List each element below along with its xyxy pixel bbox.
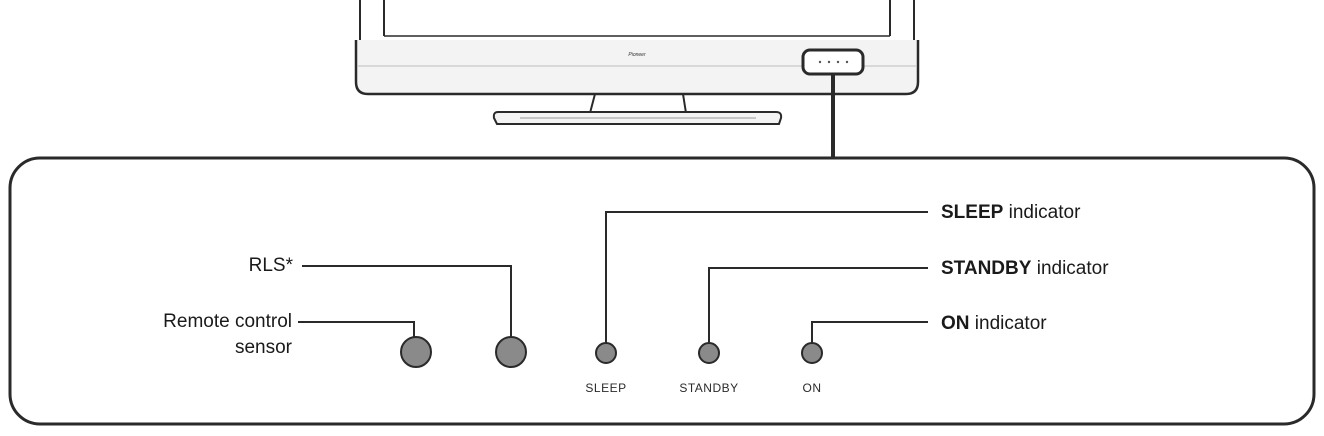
sleep-led [595, 342, 617, 364]
sleep-indicator-label: SLEEP indicator [941, 202, 1081, 223]
tv-screen-frame [359, 0, 915, 48]
tv-bezel [354, 40, 920, 96]
tv-illustration [354, 0, 920, 125]
detail-panel [8, 156, 1316, 426]
sleep-indicator-label-bold: SLEEP [941, 202, 1004, 223]
standby-indicator-label: STANDBY indicator [941, 258, 1109, 279]
remote-sensor-label-line2: sensor [235, 337, 293, 358]
tv-brand-logo: Pioneer [628, 52, 646, 58]
on-indicator-label-suffix: indicator [970, 313, 1048, 334]
rls-leader [302, 265, 512, 337]
standby-led [698, 342, 720, 364]
standby-leader [708, 267, 928, 343]
standby-panel-label: STANDBY [679, 381, 738, 395]
sleep-panel-label: SLEEP [585, 381, 626, 395]
rls-label: RLS* [249, 255, 294, 276]
leader-lines [298, 211, 928, 343]
tv-indicator-window [801, 48, 865, 76]
on-indicator-label: ON indicator [941, 313, 1047, 334]
on-led [801, 342, 823, 364]
sleep-indicator-label-suffix: indicator [1003, 202, 1081, 223]
remote-sensor-leader [298, 321, 415, 337]
remote-sensor-label-line1: Remote control [163, 311, 292, 332]
standby-indicator-label-bold: STANDBY [941, 258, 1032, 279]
standby-indicator-label-suffix: indicator [1031, 258, 1109, 279]
tv-stand-neck [589, 93, 687, 114]
sleep-leader [605, 211, 928, 343]
on-panel-label: ON [803, 381, 822, 395]
on-indicator-label-bold: ON [941, 313, 970, 334]
rls-sensor [495, 336, 527, 368]
remote-control-sensor [400, 336, 432, 368]
on-leader [811, 321, 928, 343]
